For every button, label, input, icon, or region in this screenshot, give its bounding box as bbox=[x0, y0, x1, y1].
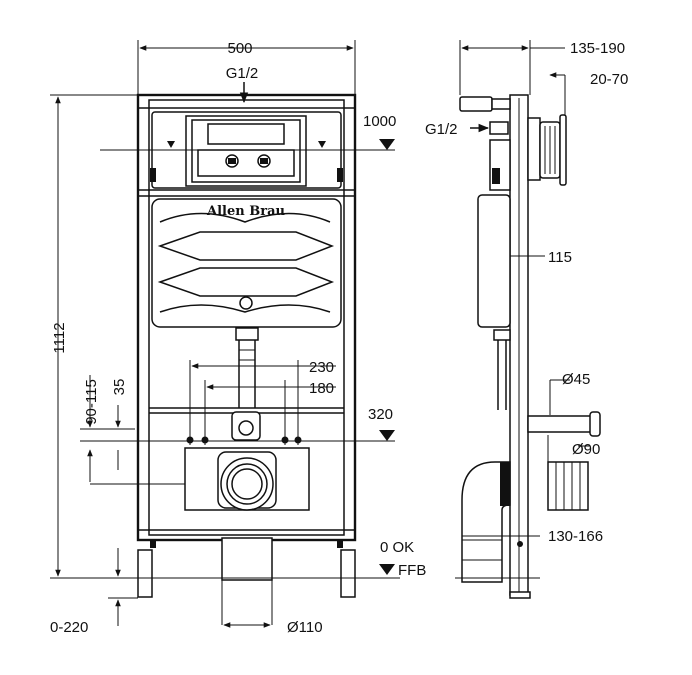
drain-height-label: 320 bbox=[368, 406, 393, 423]
flush-pipe-label: Ø45 bbox=[562, 371, 590, 388]
width-label: 500 bbox=[227, 40, 252, 57]
side-view: 135-190 20-70 G1/2 115 Ø45 bbox=[425, 40, 628, 599]
tank-depth-label: 115 bbox=[548, 249, 572, 266]
drain-diameter-label: Ø110 bbox=[287, 619, 323, 636]
floor-finished-label: FFB bbox=[398, 562, 426, 579]
bolt-vertical-label: 90-115 bbox=[83, 379, 100, 425]
inlet-height-label: 1000 bbox=[363, 113, 396, 130]
bolt-offset-label: 35 bbox=[111, 379, 128, 396]
button-range-label: 20-70 bbox=[590, 71, 628, 88]
drain-pipe-label: Ø90 bbox=[572, 441, 600, 458]
height-label: 1112 bbox=[51, 322, 68, 353]
floor-zero-label: 0 OK bbox=[380, 539, 414, 556]
depth-range-label: 135-190 bbox=[570, 40, 625, 57]
bolt-spacing-outer-label: 230 bbox=[309, 359, 334, 376]
front-view: 500 G1/2 1000 Allen Brau bbox=[50, 40, 426, 636]
drain-offset-label: 130-166 bbox=[548, 528, 603, 545]
front-inlet-label: G1/2 bbox=[226, 65, 259, 82]
brand-label: Allen Brau bbox=[206, 204, 285, 219]
leg-adjust-label: 0-220 bbox=[50, 619, 88, 636]
side-inlet-label: G1/2 bbox=[425, 121, 458, 138]
bolt-spacing-inner-label: 180 bbox=[309, 380, 334, 397]
